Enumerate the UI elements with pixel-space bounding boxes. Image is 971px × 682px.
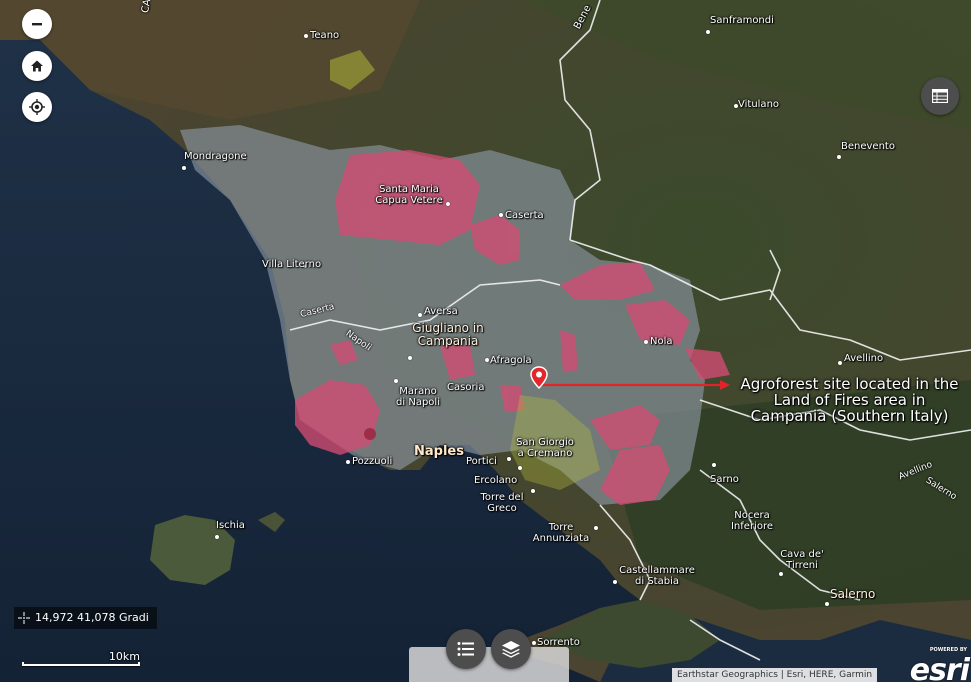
powered-by-label: POWERED BY [929,647,967,653]
bottom-toolbar [409,647,569,682]
town-dot [531,489,535,493]
place-label: Santa Maria Capua Vetere [375,184,443,206]
fire-zone-polygon[interactable] [330,340,358,365]
table-button[interactable] [921,77,959,115]
place-label: Vitulano [738,99,780,110]
crosshair-icon [18,612,30,624]
place-label: Teano [310,30,340,41]
fire-zone-polygon[interactable] [685,348,730,380]
town-dot [734,104,738,108]
town-dot [518,466,522,470]
town-dot [507,457,511,461]
town-dot [532,641,536,645]
town-dot [706,30,710,34]
layers-icon [502,641,520,658]
place-label: Marano di Napoli [396,386,440,408]
town-dot [446,202,450,206]
location-pin-icon[interactable] [530,366,548,390]
town-dot [394,379,398,383]
town-dot [837,155,841,159]
fire-zone-polygon[interactable] [295,380,380,455]
fire-zone-polygon[interactable] [560,262,655,300]
town-dot [594,526,598,530]
town-dot [182,166,186,170]
place-label: Villa Literno [262,259,322,270]
place-label: Afragola [490,355,532,366]
town-dot [825,602,829,606]
place-label: Ercolano [474,475,518,486]
coordinate-readout[interactable]: 14,972 41,078 Gradi [14,607,157,629]
place-label: Portici [466,456,497,467]
place-label: Nocera Inferiore [730,510,773,532]
legend-button[interactable] [446,629,486,669]
place-label: Salerno [830,587,876,601]
place-label: Casoria [447,382,485,393]
fire-zone-polygon[interactable] [625,300,690,345]
home-icon [31,60,43,72]
coordinate-text: 14,972 41,078 Gradi [35,611,149,624]
place-label: Benevento [841,141,895,152]
place-label: Sorrento [537,637,580,648]
layers-button[interactable] [491,629,531,669]
zoom-out-button[interactable] [22,9,52,39]
esri-logo[interactable]: POWERED BY esri [909,645,971,682]
town-dot [304,34,308,38]
fire-zone-polygon[interactable] [470,215,520,265]
town-dot [838,361,842,365]
place-label: Ischia [216,520,245,531]
place-label: Aversa [424,306,458,317]
list-icon [457,642,474,656]
town-dot [485,358,489,362]
table-icon [932,89,948,103]
place-label: Sarno [710,474,739,485]
town-dot [303,264,307,268]
fire-zone-polygon[interactable] [590,405,660,450]
place-label: Pozzuoli [352,456,393,467]
place-label: San Giorgio a Cremano [516,437,574,459]
home-button[interactable] [22,51,52,81]
locate-button[interactable] [22,92,52,122]
place-label: Nola [650,336,673,347]
place-label: Sanframondi [710,15,774,26]
town-dot [408,356,412,360]
place-label: Mondragone [184,151,247,162]
map-attribution[interactable]: Earthstar Geographics | Esri, HERE, Garm… [672,668,878,682]
town-dot [644,340,648,344]
esri-wordmark: esri [909,653,970,682]
town-dot [779,572,783,576]
place-label: Giugliano in Campania [412,321,484,348]
place-label: Castellammare di Stabia [619,565,695,587]
place-label: Avellino [844,353,884,364]
fire-zone-polygon[interactable] [440,345,475,380]
scale-label: 10km [108,650,140,663]
place-label: Caserta [505,210,544,221]
fire-zone-polygon[interactable] [335,150,480,245]
place-label: Torre Annunziata [532,522,590,544]
fire-zone-polygon[interactable] [560,330,578,372]
fire-zone-polygon[interactable] [600,445,670,505]
town-dot [346,460,350,464]
place-label: Cava de' Tirreni [780,549,824,571]
town-dot [613,580,617,584]
minus-icon [32,23,42,26]
fire-zone-polygon[interactable] [500,385,525,412]
place-label: Torre del Greco [480,492,524,514]
town-dot [712,463,716,467]
town-dot [215,535,219,539]
town-dot [418,313,422,317]
town-dot [499,213,503,217]
place-label-naples: Naples [414,444,464,459]
site-annotation: Agroforest site located in the Land of F… [740,375,959,425]
scale-bar: 10km [22,650,140,670]
locate-icon [29,99,45,115]
